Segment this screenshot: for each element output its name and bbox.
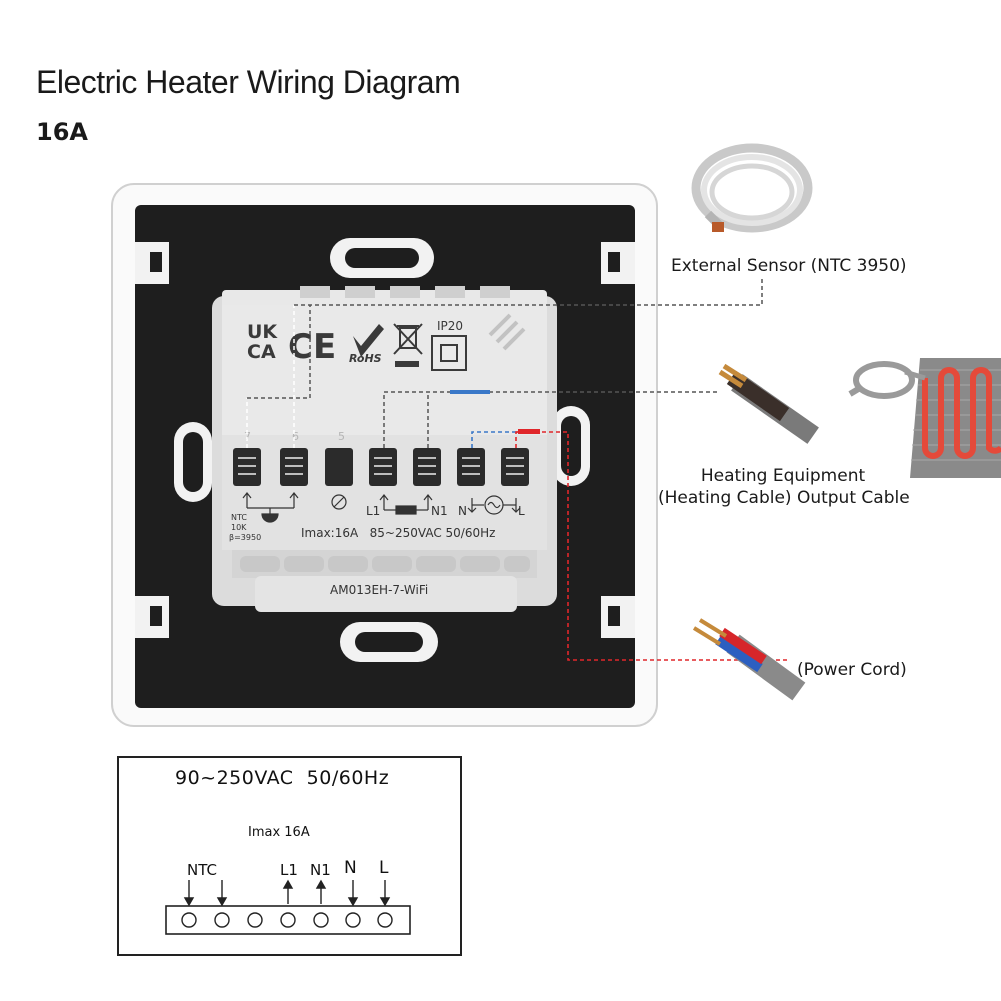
- page-subtitle: 16A: [36, 118, 88, 146]
- sensor-callout: External Sensor (NTC 3950): [671, 256, 907, 276]
- power-cord-icon: [692, 618, 806, 701]
- ground-symbol-icon: [331, 494, 347, 510]
- svg-text:NTC: NTC: [231, 513, 247, 522]
- svg-text:β=3950: β=3950: [229, 533, 261, 542]
- schematic-arrows: [183, 879, 391, 907]
- mark-ip20: IP20: [437, 319, 463, 333]
- corner-clips: [135, 242, 635, 638]
- ntc-text: NTC 10K β=3950: [229, 513, 261, 542]
- mark-ce: CE: [288, 327, 336, 367]
- sensor-wire: [246, 305, 295, 448]
- schematic-label-n: N: [344, 858, 357, 878]
- schematic-box: [117, 756, 462, 956]
- mark-ca: CA: [247, 341, 276, 363]
- schematic-voltage: 90~250VAC 50/60Hz: [175, 767, 390, 789]
- heating-callout-line1: Heating Equipment: [700, 466, 866, 486]
- svg-text:N: N: [458, 504, 467, 518]
- certification-marks: UK CA CE RoHS IP20: [247, 319, 467, 371]
- mark-uk: UK: [247, 321, 278, 343]
- mount-slots: [174, 238, 590, 662]
- check-icon: [353, 324, 384, 357]
- terminal-block: [233, 448, 529, 486]
- terminal-labels-printed: L1 N1 N L: [366, 504, 525, 518]
- svg-text:L: L: [518, 504, 525, 518]
- svg-text:10K: 10K: [231, 523, 247, 532]
- heating-mat-icon: [848, 358, 1001, 478]
- schematic-imax: Imax 16A: [248, 825, 310, 840]
- schematic-label-l1: L1: [280, 861, 298, 879]
- sensor-cable-icon: [691, 143, 813, 233]
- heating-cable-wire-icon: [718, 363, 819, 444]
- svg-text:N1: N1: [431, 504, 448, 518]
- spec-text: Imax:16A 85~250VAC 50/60Hz: [301, 526, 495, 540]
- sensor-wire-leader: [247, 278, 763, 399]
- schematic-label-ntc: NTC: [187, 861, 217, 879]
- svg-text:7: 7: [244, 430, 251, 443]
- power-callout: (Power Cord): [797, 660, 907, 680]
- mark-rohs: RoHS: [349, 352, 382, 365]
- svg-text:6: 6: [292, 430, 299, 443]
- svg-text:L1: L1: [366, 504, 380, 518]
- svg-text:5: 5: [338, 430, 345, 443]
- live-wire-segment: [518, 429, 540, 434]
- schematic-terminal: [181, 912, 393, 928]
- schematic-label-l: L: [379, 858, 389, 878]
- model-number: AM013EH-7-WiFi: [330, 583, 428, 597]
- terminal-numbers: 7 6 5: [244, 430, 345, 443]
- module-printing: [242, 492, 521, 523]
- heating-wire-leader: [383, 391, 718, 448]
- heating-callout-line2: (Heating Cable) Output Cable: [658, 488, 910, 508]
- weee-bin-icon: [393, 323, 423, 367]
- schematic-label-n1: N1: [310, 861, 331, 879]
- page-title: Electric Heater Wiring Diagram: [36, 64, 461, 100]
- double-insulation-icon: [431, 335, 467, 371]
